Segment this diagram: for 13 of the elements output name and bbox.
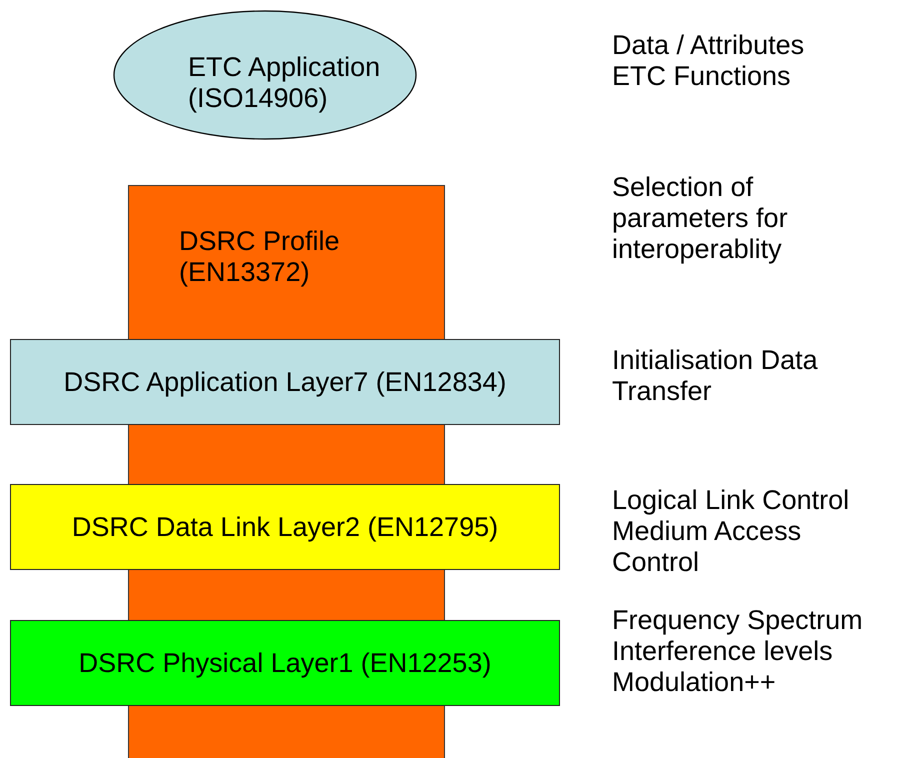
layer-description: Selection of parameters for interoperablity xyxy=(612,172,789,265)
node-label: DSRC Data Link Layer2 (EN12795) xyxy=(72,512,498,542)
node-label: DSRC Application Layer7 (EN12834) xyxy=(64,366,506,398)
node-label: ETC Application (ISO14906) xyxy=(188,52,382,114)
layer-description: Initialisation Data Transfer xyxy=(612,345,819,407)
layer-description: Data / Attributes ETC Functions xyxy=(612,30,806,92)
layer-box xyxy=(10,484,560,570)
node-label: DSRC Physical Layer1 (EN12253) xyxy=(78,648,492,678)
node-label: DSRC Profile (EN13372) xyxy=(179,226,341,288)
layer-box xyxy=(10,339,560,425)
layer-box xyxy=(10,620,560,706)
layer-description: Logical Link Control Medium Access Control xyxy=(612,485,850,578)
layer-description: Frequency Spectrum Interference levels Modulation++ xyxy=(612,605,864,698)
